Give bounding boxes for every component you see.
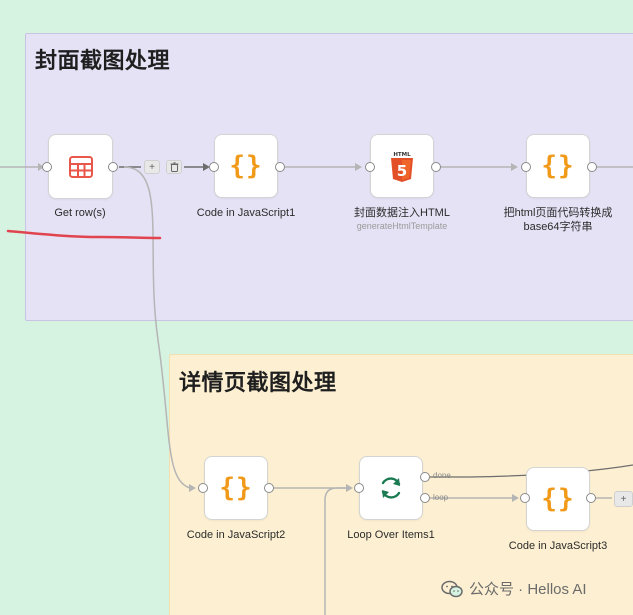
- node-label-base64-line2: base64字符串: [523, 221, 593, 233]
- watermark: 公众号 · Hellos AI: [441, 578, 587, 599]
- node-code-javascript2[interactable]: {}: [204, 456, 268, 520]
- input-handle[interactable]: [42, 162, 52, 172]
- arrow-head-icon: [189, 484, 196, 492]
- braces-icon: {}: [541, 484, 575, 514]
- group-title-detail: 详情页截图处理: [179, 371, 337, 396]
- html5-number-text: 5: [397, 162, 407, 180]
- add-node-button[interactable]: +: [614, 491, 633, 507]
- group-title-cover: 封面截图处理: [35, 49, 171, 74]
- input-handle[interactable]: [365, 162, 375, 172]
- output-handle-done[interactable]: [420, 472, 430, 482]
- arrow-head-icon: [346, 484, 353, 492]
- html5-badge-text: HTML: [393, 152, 411, 158]
- output-handle-loop[interactable]: [420, 493, 430, 503]
- node-label-code2: Code in JavaScript2: [186, 529, 286, 541]
- node-loop-over-items1[interactable]: [359, 456, 423, 520]
- annotation-underline: [6, 229, 162, 240]
- node-html-inject[interactable]: HTML 5: [370, 134, 434, 198]
- arrow-head-icon: [355, 163, 362, 171]
- input-handle[interactable]: [520, 493, 530, 503]
- arrow-head-icon: [38, 163, 44, 171]
- braces-icon: {}: [541, 151, 575, 181]
- table-icon: [68, 155, 93, 178]
- node-get-rows[interactable]: [48, 134, 113, 199]
- arrow-head-icon: [511, 163, 518, 171]
- braces-icon: {}: [229, 151, 263, 181]
- connection-getrows-code2[interactable]: [123, 166, 191, 489]
- arrow-head-icon: [203, 163, 210, 171]
- node-label-loop: Loop Over Items1: [347, 529, 435, 541]
- input-handle[interactable]: [198, 483, 208, 493]
- loop-icon: [381, 477, 401, 499]
- node-label-base64-line1: 把html页面代码转换成: [503, 207, 613, 219]
- node-base64[interactable]: {}: [526, 134, 590, 198]
- output-handle[interactable]: [275, 162, 285, 172]
- output-handle[interactable]: [586, 493, 596, 503]
- output-label-done: done: [433, 471, 451, 480]
- output-handle[interactable]: [108, 162, 118, 172]
- node-label-code1: Code in JavaScript1: [196, 207, 296, 219]
- node-label-html-inject: 封面数据注入HTML: [354, 207, 450, 219]
- node-sublabel-html-inject: generateHtmlTemplate: [356, 221, 448, 231]
- node-label-get-rows: Get row(s): [54, 207, 106, 219]
- arrow-head-icon: [512, 494, 519, 502]
- braces-icon: {}: [219, 473, 253, 503]
- html5-icon: HTML 5: [391, 152, 413, 182]
- node-code-javascript3[interactable]: {}: [526, 467, 590, 531]
- edge-add-button[interactable]: +: [144, 160, 160, 174]
- output-handle[interactable]: [264, 483, 274, 493]
- wechat-icon: [441, 580, 463, 597]
- input-handle[interactable]: [521, 162, 531, 172]
- output-handle[interactable]: [587, 162, 597, 172]
- edge-delete-button[interactable]: [166, 160, 182, 174]
- input-handle[interactable]: [209, 162, 219, 172]
- output-handle[interactable]: [431, 162, 441, 172]
- trash-icon: [170, 162, 178, 172]
- output-label-loop: loop: [433, 493, 449, 502]
- watermark-text: 公众号 · Hellos AI: [469, 581, 587, 598]
- connection-loop-feedback[interactable]: [324, 487, 348, 615]
- node-label-code3: Code in JavaScript3: [508, 540, 608, 552]
- node-code-javascript1[interactable]: {}: [214, 134, 278, 198]
- input-handle[interactable]: [354, 483, 364, 493]
